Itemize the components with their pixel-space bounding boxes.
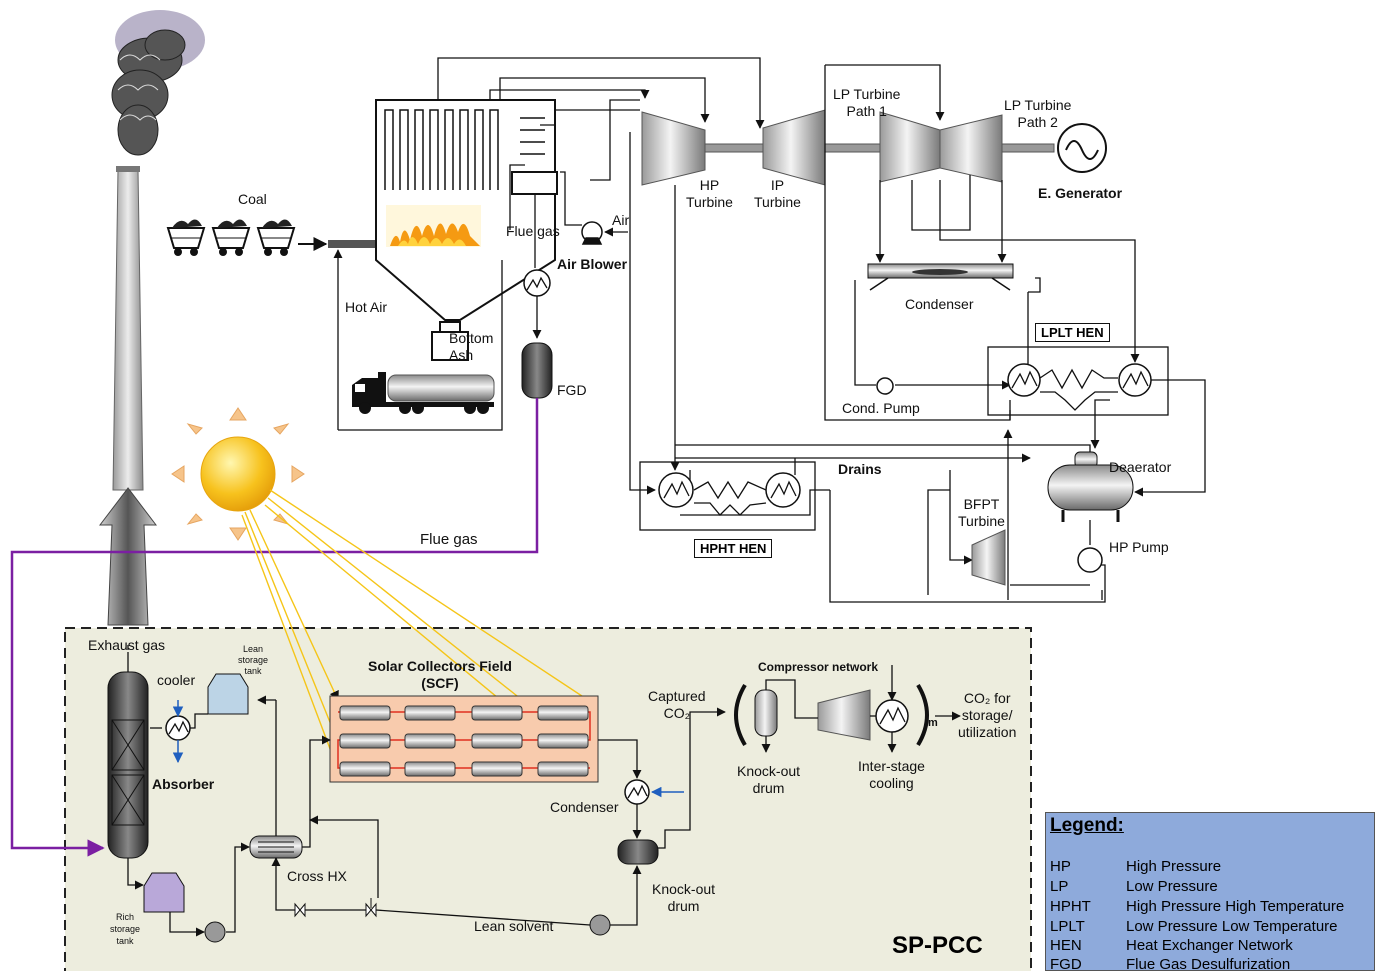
legend-title: Legend: bbox=[1050, 815, 1124, 837]
cross-hx bbox=[250, 836, 302, 858]
knockout-drum-1-label: Knock-out drum bbox=[652, 881, 715, 915]
lp-path2-label: LP Turbine Path 2 bbox=[1004, 97, 1071, 131]
flue-gas-mid-label: Flue gas bbox=[420, 531, 478, 548]
captured-co2-label: Captured CO₂ bbox=[648, 688, 706, 722]
coal-label: Coal bbox=[238, 191, 267, 208]
ip-turbine-label: IP Turbine bbox=[754, 177, 801, 211]
condenser-top-label: Condenser bbox=[905, 296, 974, 313]
flame-icon bbox=[386, 205, 481, 247]
air-blower-label: Air Blower bbox=[557, 256, 627, 273]
cross-hx-label: Cross HX bbox=[287, 868, 347, 885]
heat-exchanger-icon bbox=[1008, 364, 1151, 410]
exhaust-gas-label: Exhaust gas bbox=[88, 637, 165, 654]
heat-exchanger-icon bbox=[876, 700, 908, 732]
heat-exchanger-icon bbox=[166, 716, 190, 740]
co2-storage-label: CO₂ for storage/ utilization bbox=[958, 690, 1016, 741]
column-icon bbox=[108, 672, 148, 858]
air-label: Air bbox=[612, 212, 629, 229]
truck-icon bbox=[352, 372, 494, 414]
e-generator-label: E. Generator bbox=[1038, 185, 1122, 202]
absorber-label: Absorber bbox=[152, 776, 214, 793]
hpht-hen-label: HPHT HEN bbox=[694, 539, 772, 558]
turbine-icon bbox=[972, 530, 1005, 585]
solar-collectors-field bbox=[330, 696, 598, 782]
bfpt-turbine-label: BFPT Turbine bbox=[958, 496, 1005, 530]
cond-pump-label: Cond. Pump bbox=[842, 400, 920, 417]
hp-pump-label: HP Pump bbox=[1109, 539, 1169, 556]
scf-title: Solar Collectors Field (SCF) bbox=[368, 658, 512, 692]
sp-pcc-label: SP-PCC bbox=[892, 932, 983, 960]
coal-feed-pipe bbox=[328, 240, 376, 248]
flue-gas-top-label: Flue gas bbox=[506, 223, 560, 240]
fgd-label: FGD bbox=[557, 382, 587, 399]
generator-icon bbox=[1058, 124, 1106, 172]
lplt-hen-label: LPLT HEN bbox=[1035, 323, 1110, 342]
fgd-tank bbox=[522, 343, 552, 398]
turbine-icon bbox=[642, 110, 1054, 185]
coal-cart-icon bbox=[168, 219, 294, 256]
knockout-drum-2-label: Knock-out drum bbox=[737, 763, 800, 797]
hp-turbine-label: HP Turbine bbox=[686, 177, 733, 211]
lean-solvent-label: Lean solvent bbox=[474, 918, 553, 935]
drains-label: Drains bbox=[838, 461, 882, 478]
hot-air-label: Hot Air bbox=[345, 299, 387, 316]
exhaust-arrow bbox=[100, 488, 156, 625]
deaerator-label: Deaerator bbox=[1109, 459, 1171, 476]
rich-storage-tank-label: Rich storage tank bbox=[110, 911, 140, 947]
cooler-label: cooler bbox=[157, 672, 195, 689]
pump-icon bbox=[877, 378, 893, 394]
bottom-ash-label: Bottom Ash bbox=[449, 330, 493, 364]
m-label: m bbox=[928, 715, 938, 732]
compressor-network-label: Compressor network bbox=[758, 659, 878, 676]
condenser-top bbox=[868, 264, 1013, 290]
air-blower bbox=[582, 222, 602, 244]
lp-path1-label: LP Turbine Path 1 bbox=[833, 86, 900, 120]
interstage-cooling-label: Inter-stage cooling bbox=[858, 758, 925, 792]
heat-exchanger-icon bbox=[524, 270, 550, 296]
pump-icon bbox=[1078, 548, 1102, 572]
smoke-icon bbox=[112, 10, 205, 155]
lean-storage-tank-label: Lean storage tank bbox=[238, 644, 268, 677]
heat-exchanger-icon bbox=[625, 780, 649, 804]
smokestack-icon bbox=[113, 166, 143, 490]
heat-exchanger-icon bbox=[659, 473, 800, 515]
condenser-bottom-label: Condenser bbox=[550, 799, 619, 816]
